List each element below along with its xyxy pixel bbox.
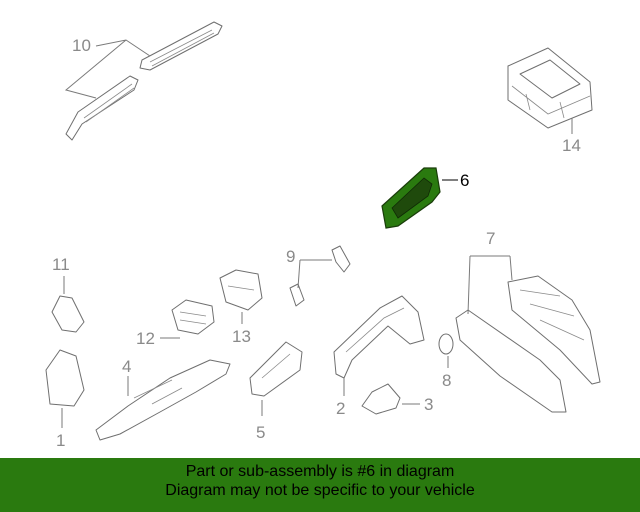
part-2-console-trim	[333, 295, 425, 379]
svg-text:5: 5	[256, 423, 265, 442]
part-6-highlighted-panel	[381, 167, 441, 229]
callout-12: 12	[136, 329, 180, 348]
parts-diagram: 10 14 6 9 7 8	[45, 21, 601, 450]
callout-10: 10	[64, 36, 151, 99]
part-14-bracket-box	[507, 47, 593, 129]
svg-text:9: 9	[286, 247, 295, 266]
callout-14: 14	[562, 118, 581, 155]
part-3-bracket	[361, 383, 401, 415]
banner-line-2: Diagram may not be specific to your vehi…	[165, 482, 475, 499]
banner-line-1: Part or sub-assembly is #6 in diagram	[185, 463, 455, 480]
svg-text:2: 2	[336, 399, 345, 418]
part-13-housing	[219, 269, 263, 311]
part-10-trim-strips	[65, 21, 223, 141]
svg-text:13: 13	[232, 327, 251, 346]
svg-text:11: 11	[52, 255, 70, 274]
svg-text:10: 10	[72, 36, 91, 55]
callout-3: 3	[402, 395, 433, 414]
callout-13: 13	[232, 312, 251, 346]
callout-4: 4	[122, 357, 131, 396]
part-12-vent	[171, 299, 215, 335]
part-8-grommet	[438, 333, 454, 355]
callout-5: 5	[256, 400, 265, 442]
part-11-cap	[51, 295, 85, 333]
svg-text:6: 6	[460, 171, 469, 190]
callout-11: 11	[52, 255, 70, 294]
part-4-long-bracket	[95, 359, 231, 441]
info-banner: Part or sub-assembly is #6 in diagram Di…	[0, 458, 640, 512]
svg-text:3: 3	[424, 395, 433, 414]
callout-8: 8	[442, 356, 451, 390]
svg-text:12: 12	[136, 329, 155, 348]
svg-text:7: 7	[486, 229, 495, 248]
callout-2: 2	[336, 378, 345, 418]
part-1-cover	[45, 349, 85, 407]
part-5-switch-panel	[249, 341, 303, 397]
callout-6: 6	[442, 171, 469, 190]
callout-1: 1	[56, 408, 65, 450]
part-9-clip	[289, 245, 351, 307]
svg-text:14: 14	[562, 136, 581, 155]
svg-text:4: 4	[122, 357, 131, 376]
svg-text:8: 8	[442, 371, 451, 390]
callout-7: 7	[467, 229, 513, 315]
part-7-side-panel	[455, 275, 601, 413]
svg-text:1: 1	[56, 431, 65, 450]
callout-9: 9	[286, 247, 332, 289]
